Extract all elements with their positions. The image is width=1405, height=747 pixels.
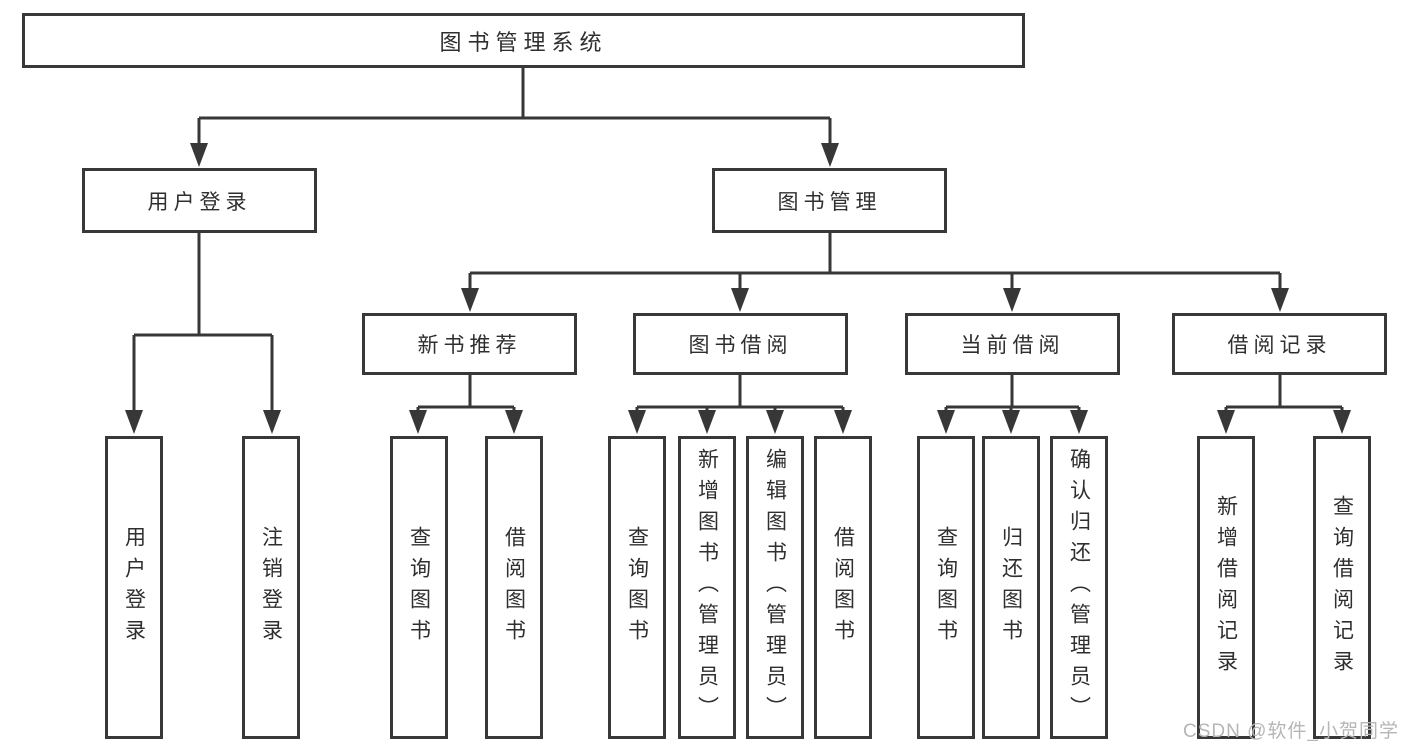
node-new-book-recommend: 新书推荐: [362, 313, 577, 375]
connector-new-book-recommend: [416, 375, 516, 414]
arrowheads-root: [190, 143, 839, 167]
arrowheads-user-login: [125, 410, 281, 434]
arrowheads-book-management: [461, 288, 1289, 312]
connector-user-login: [132, 233, 274, 414]
node-current-borrow: 当前借阅: [905, 313, 1120, 375]
connector-root: [197, 68, 832, 147]
node-library-management-system: 图书管理系统: [22, 13, 1025, 68]
leaf-query-borrow-record: 查询借阅记录: [1313, 436, 1371, 739]
leaf-query-books-recommend: 查询图书: [390, 436, 448, 739]
leaf-add-borrow-record: 新增借阅记录: [1197, 436, 1255, 739]
leaf-user-login: 用户登录: [105, 436, 163, 739]
connector-book-management: [468, 233, 1282, 292]
leaf-borrow-books-recommend: 借阅图书: [485, 436, 543, 739]
arrowheads-current-borrow: [937, 410, 1088, 434]
leaf-edit-book-admin: 编辑图书（管理员）: [746, 436, 804, 739]
node-book-borrow: 图书借阅: [633, 313, 848, 375]
leaf-query-books-borrow: 查询图书: [608, 436, 666, 739]
node-book-management: 图书管理: [712, 168, 947, 233]
arrowheads-book-borrow: [628, 410, 852, 434]
arrowheads-new-book-recommend: [409, 410, 523, 434]
leaf-borrow-books: 借阅图书: [814, 436, 872, 739]
connector-current-borrow: [944, 375, 1081, 414]
leaf-confirm-return-admin: 确认归还（管理员）: [1050, 436, 1108, 739]
node-user-login: 用户登录: [82, 168, 317, 233]
leaf-add-book-admin: 新增图书（管理员）: [678, 436, 736, 739]
arrowheads-borrow-records: [1217, 410, 1351, 434]
leaf-return-books: 归还图书: [982, 436, 1040, 739]
leaf-logout-login: 注销登录: [242, 436, 300, 739]
connector-book-borrow: [635, 375, 845, 414]
node-borrow-records: 借阅记录: [1172, 313, 1387, 375]
watermark: CSDN @软件_小贺同学: [1183, 721, 1399, 742]
connector-borrow-records: [1224, 375, 1344, 414]
leaf-query-books-current: 查询图书: [917, 436, 975, 739]
